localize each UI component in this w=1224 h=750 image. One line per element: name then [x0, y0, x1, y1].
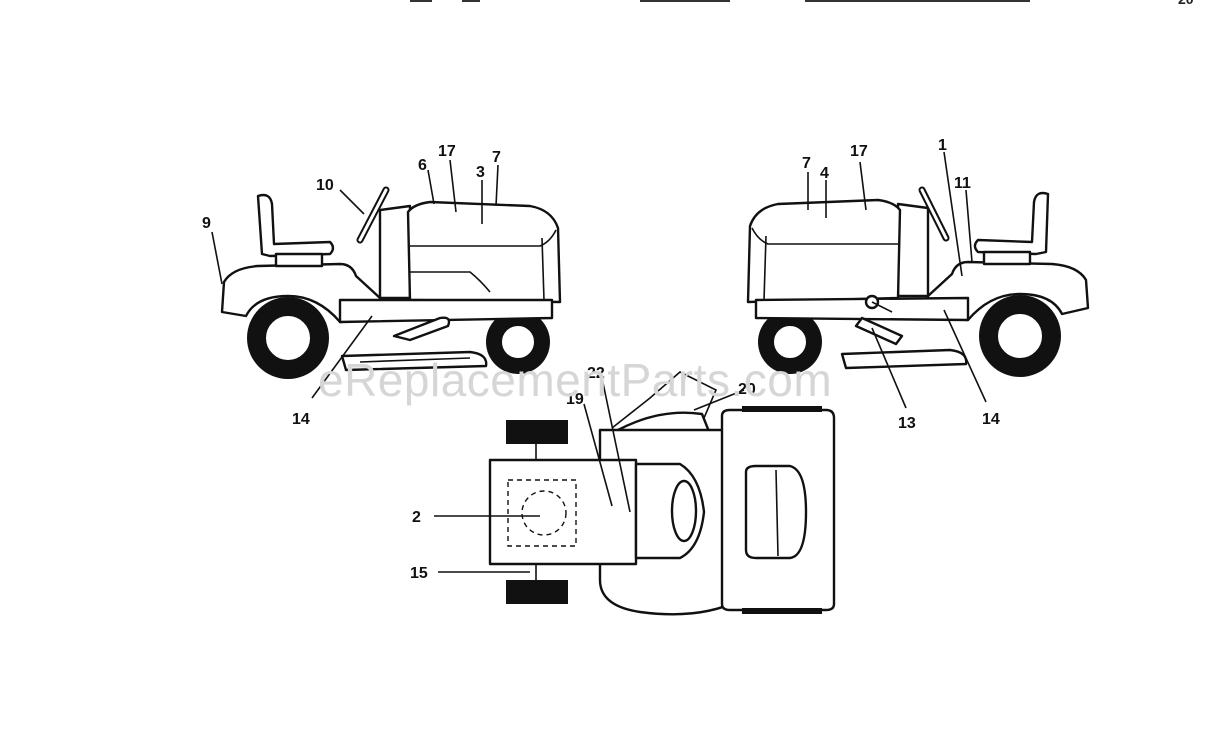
- callout-label: 19: [566, 391, 584, 408]
- callout-label: 3: [476, 164, 485, 181]
- watermark-text: eReplacementParts.com: [318, 354, 832, 406]
- callout-label: 10: [316, 177, 334, 194]
- callout-label: 14: [982, 411, 1000, 428]
- callout-label: 17: [850, 143, 868, 160]
- callout-label: 17: [438, 143, 456, 160]
- page-number: 20: [1178, 0, 1194, 7]
- callout-label: 2: [412, 509, 421, 526]
- callout-label: 11: [954, 175, 971, 192]
- callout-label: 7: [492, 149, 501, 166]
- callout-label: 13: [898, 415, 916, 432]
- callout-label: 22: [587, 365, 605, 382]
- callout-label: 9: [202, 215, 211, 232]
- tractor-right-side-view: 7 4 17 1 11 13 14: [746, 137, 1090, 432]
- page-header-fragment: 20: [410, 0, 1194, 7]
- callout-label: 15: [410, 565, 428, 582]
- callout-label: 14: [292, 411, 310, 428]
- callout-label: 6: [418, 157, 427, 174]
- callout-label: 7: [802, 155, 811, 172]
- callout-label: 4: [820, 165, 829, 182]
- tractor-top-view: 22 20 19 2 15: [410, 365, 836, 616]
- callout-label: 20: [738, 381, 756, 398]
- tractor-left-side-view: 9 10 6 17 3 7 14: [202, 143, 562, 428]
- callout-label: 1: [938, 137, 947, 154]
